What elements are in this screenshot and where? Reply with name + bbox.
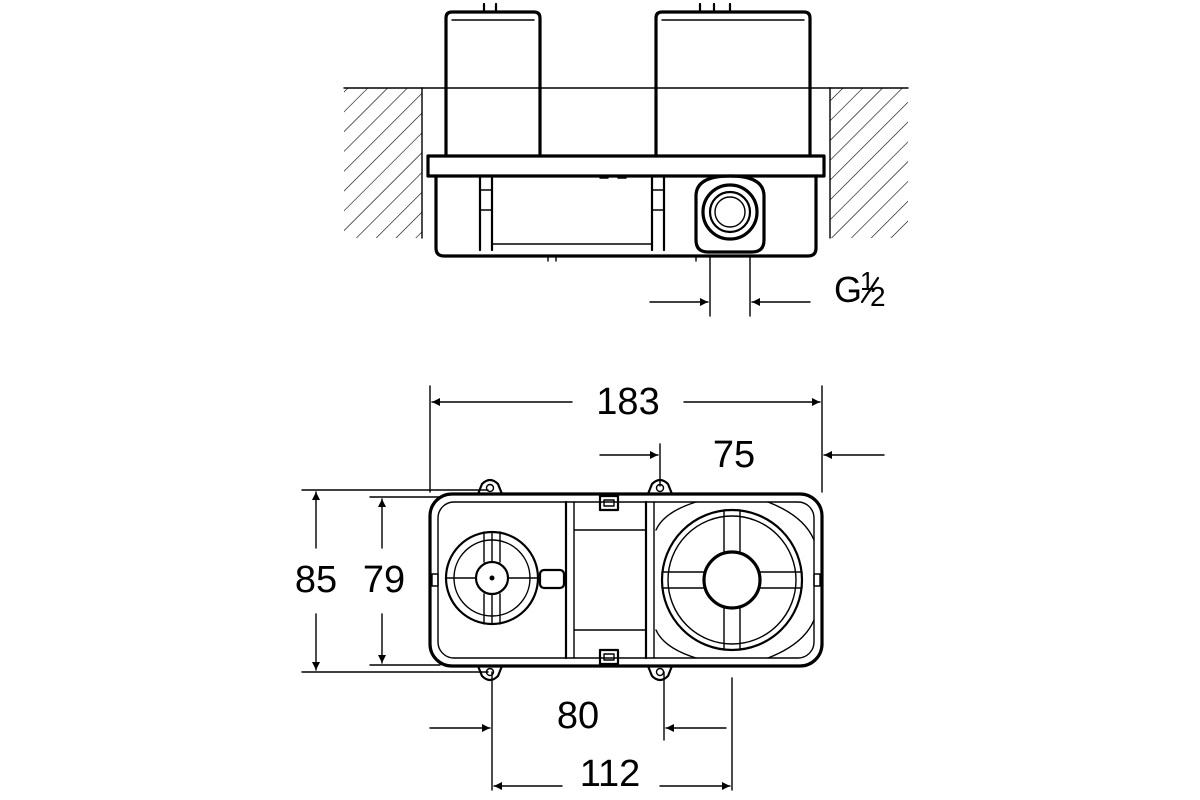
dim-112: 112 (493, 677, 733, 795)
dim-75: 75 (599, 434, 885, 487)
thread-denominator: 2 (870, 281, 886, 312)
right-port (655, 501, 815, 659)
dim-85: 85 (295, 489, 489, 673)
wall-left-hatch (343, 87, 423, 239)
dim-80: 80 (429, 671, 727, 791)
dim-183-label: 183 (596, 381, 659, 423)
mounting-lug-top-right (646, 478, 674, 496)
dim-79: 79 (363, 496, 441, 666)
thread-label: G 1 2 (834, 266, 886, 312)
side-notch-right (813, 573, 821, 587)
side-view: G 1 2 (343, 2, 909, 317)
mounting-lug-bottom-left (476, 664, 504, 682)
side-notch-left (431, 573, 439, 587)
left-port (444, 530, 566, 626)
box-body (434, 174, 818, 262)
dim-112-label: 112 (580, 753, 641, 795)
outlet-connector (694, 174, 766, 317)
left-cylinder (444, 2, 542, 158)
thread-prefix: G (834, 269, 862, 310)
right-cylinder (654, 2, 812, 158)
center-partition (564, 494, 655, 666)
dim-85-label: 85 (295, 559, 337, 601)
dim-79-label: 79 (363, 559, 405, 601)
wall-right-hatch (829, 87, 909, 239)
dim-75-label: 75 (713, 434, 755, 476)
mounting-flange (426, 154, 826, 178)
box-top-outline (428, 492, 824, 668)
top-view: 183 75 85 79 (295, 381, 885, 795)
mounting-lug-top-left (476, 478, 504, 496)
dim-183: 183 (429, 381, 823, 493)
dim-80-label: 80 (557, 695, 599, 737)
mounting-lug-bottom-right (646, 664, 674, 682)
